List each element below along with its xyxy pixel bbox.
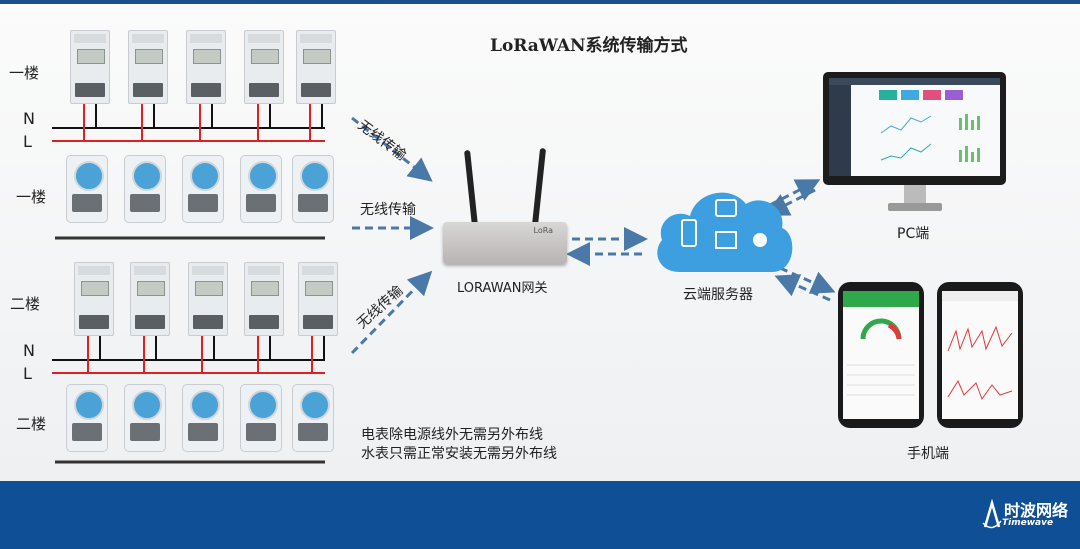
- water-meter: [182, 155, 224, 223]
- wireless-label-middle: 无线传输: [360, 202, 416, 218]
- arrow-cloud-to-pc: [769, 179, 821, 207]
- electric-meter: [186, 30, 226, 104]
- floor-label-2-water: 二楼: [16, 415, 47, 433]
- electric-meter: [128, 30, 168, 104]
- floor-label-1-water: 一楼: [16, 188, 47, 206]
- electric-meter: [244, 262, 284, 336]
- gateway-brand-text: LoRa: [533, 226, 554, 235]
- mobile-phone-left: [838, 282, 924, 428]
- water-meter: [292, 384, 334, 452]
- logo-chinese-text: 时波网络: [1004, 501, 1069, 520]
- wire-label-l-2: L: [23, 364, 32, 383]
- water-meter: [240, 384, 282, 452]
- cloud-label: 云端服务器: [683, 287, 753, 303]
- water-meter: [66, 155, 108, 223]
- timewave-logo-mark: [982, 499, 1002, 529]
- electric-meter: [74, 262, 114, 336]
- cloud-server-icon: [657, 192, 793, 272]
- electric-meter: [298, 262, 338, 336]
- electric-meter: [130, 262, 170, 336]
- gateway-label: LORAWAN网关: [457, 281, 548, 296]
- water-meter: [66, 384, 108, 452]
- logo-english-text: Timewave: [1002, 518, 1054, 528]
- footer-bar: [0, 481, 1080, 549]
- top-accent-line: [0, 0, 1080, 4]
- lorawan-gateway: LoRa: [443, 222, 567, 264]
- electric-meter: [188, 262, 228, 336]
- electric-meter: [70, 30, 110, 104]
- floor-label-1-electric: 一楼: [9, 64, 40, 82]
- pc-monitor: [823, 72, 1006, 185]
- electric-meter: [296, 30, 336, 104]
- monitor-stand: [904, 185, 926, 203]
- arrow-floor1-to-gateway: [351, 116, 433, 182]
- water-meter: [292, 155, 334, 223]
- diagram-title: LoRaWAN系统传输方式: [490, 36, 688, 56]
- water-meter: [124, 155, 166, 223]
- monitor-base: [888, 203, 942, 211]
- electric-meter: [244, 30, 284, 104]
- mobile-label: 手机端: [907, 446, 949, 462]
- arrow-cloud-to-mobile: [779, 266, 836, 294]
- wire-label-n-1: N: [23, 109, 35, 128]
- wire-label-n-2: N: [23, 341, 35, 360]
- note-electric-meter: 电表除电源线外无需另外布线: [361, 427, 543, 443]
- water-meter: [124, 384, 166, 452]
- water-meter: [182, 384, 224, 452]
- water-meter: [240, 155, 282, 223]
- pc-dashboard-screen: [829, 78, 1000, 176]
- floor-label-2-electric: 二楼: [10, 295, 41, 313]
- wire-label-l-1: L: [23, 132, 32, 151]
- note-water-meter: 水表只需正常安装无需另外布线: [361, 446, 557, 462]
- arrow-mobile-to-cloud: [774, 274, 831, 302]
- pc-label: PC端: [897, 226, 930, 242]
- arrow-floor2-to-gateway: [350, 270, 433, 355]
- timewave-logo: 时波网络 Timewave: [982, 497, 1074, 535]
- mobile-phone-right: [937, 282, 1023, 428]
